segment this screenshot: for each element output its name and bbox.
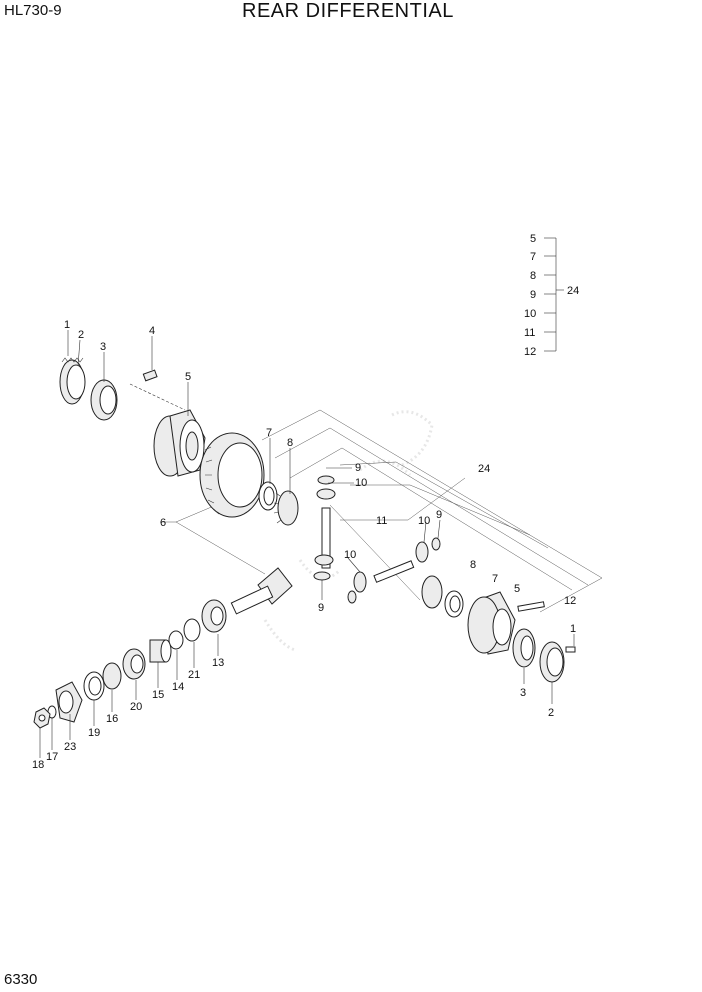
callout: 1: [570, 623, 576, 635]
shim-21: [183, 618, 201, 642]
ring-gear: [199, 432, 265, 518]
legend-item: 8: [530, 270, 536, 282]
callout: 12: [564, 595, 576, 607]
callout: 2: [548, 707, 554, 719]
callout: 5: [514, 583, 520, 595]
callout: 17: [46, 751, 58, 763]
bearing-13: [201, 599, 227, 633]
adjusting-nut-left: [59, 357, 86, 405]
lock-bolt-right: [565, 646, 576, 653]
callout: 4: [149, 325, 155, 337]
callout: 11: [376, 515, 387, 527]
callout: 10: [355, 477, 367, 489]
page-number: 6330: [4, 971, 38, 988]
bearing-right: [512, 628, 536, 668]
callout: 16: [106, 713, 118, 725]
legend-item: 7: [530, 251, 536, 263]
callout: 5: [185, 371, 191, 383]
callout: 24: [478, 463, 490, 475]
flange-23: [55, 681, 83, 723]
callout: 3: [100, 341, 106, 353]
callout: 20: [130, 701, 142, 713]
callout: 13: [212, 657, 224, 669]
callout: 21: [188, 669, 200, 681]
legend-group-label: 24: [567, 285, 579, 297]
drive-pinion: [230, 567, 293, 615]
callout: 23: [64, 741, 76, 753]
legend-item: 10: [524, 308, 536, 320]
model-number: HL730-9: [4, 2, 62, 19]
callout: 9: [355, 462, 361, 474]
legend-group: 5 7 8 9 10 11 12 24: [524, 233, 579, 358]
ring-14: [168, 630, 184, 650]
watermark: [263, 410, 434, 652]
thrust-washer-7a: [258, 481, 278, 511]
spacer-15: [149, 639, 172, 663]
legend-item: 5: [530, 233, 536, 245]
leader-lines: [39, 330, 575, 758]
callout: 7: [492, 573, 498, 585]
side-gear-8a: [273, 490, 299, 526]
legend-item: 11: [524, 327, 535, 339]
callout: 2: [78, 329, 84, 341]
callout: 8: [470, 559, 476, 571]
callout: 6: [160, 517, 166, 529]
legend-item: 9: [530, 289, 536, 301]
callout: 15: [152, 689, 164, 701]
assembly-guide-lines: [160, 409, 603, 613]
nut-18: [33, 707, 51, 729]
callout: 1: [64, 319, 70, 331]
diff-case-left: [153, 409, 206, 477]
callout: 14: [172, 681, 184, 693]
callout: 19: [88, 727, 100, 739]
adjusting-nut-right: [539, 641, 565, 683]
legend-item: 12: [524, 346, 536, 358]
callout: 8: [287, 437, 293, 449]
callout: 10: [344, 549, 356, 561]
callout: 10: [418, 515, 430, 527]
spider-assembly: [313, 475, 441, 604]
page-title: REAR DIFFERENTIAL: [242, 0, 454, 22]
callouts: 1 2 3 4 5 6 7 8 9 10 11 24 10 9 10 9 8 7…: [32, 319, 576, 771]
diff-case-right: [467, 591, 516, 655]
callout: 9: [318, 602, 324, 614]
callout: 9: [436, 509, 442, 521]
bolt-4: [129, 369, 186, 411]
thrust-washer-7b: [444, 590, 464, 618]
bolt-12: [517, 601, 545, 612]
bearing-left: [90, 379, 118, 421]
side-gear-8b: [421, 575, 443, 609]
seal-19: [83, 671, 105, 701]
bearing-16: [102, 662, 122, 690]
bearing-20: [122, 648, 146, 680]
callout: 7: [266, 427, 272, 439]
callout: 18: [32, 759, 44, 771]
callout: 3: [520, 687, 526, 699]
